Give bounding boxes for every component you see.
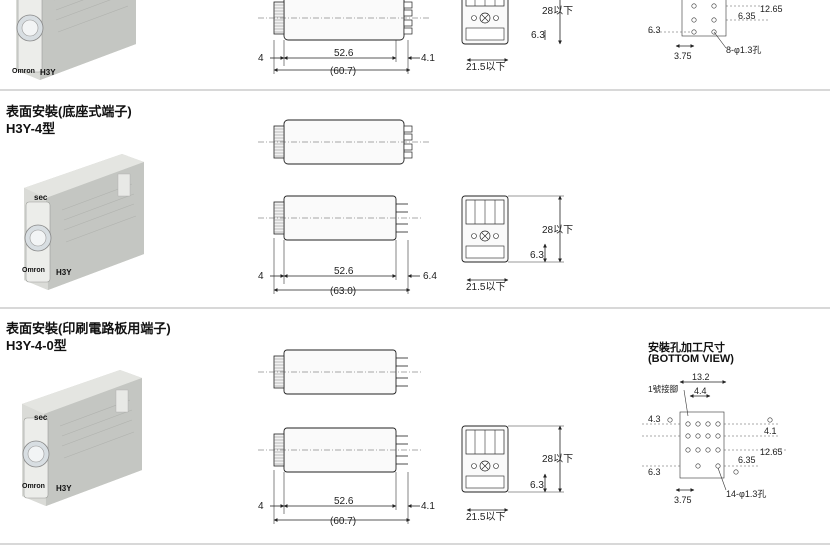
photo-label-3: sec xyxy=(34,413,48,422)
dim-right-1: 4.1 xyxy=(421,53,435,64)
dim-right-3: 4.1 xyxy=(421,501,435,512)
dim-total-1: (60.7) xyxy=(330,66,356,77)
panel-dim-d-1: 3.75 xyxy=(674,51,692,61)
photo-model-3: H3Y xyxy=(56,484,72,493)
dim-body-2: 52.6 xyxy=(334,266,354,277)
front-drawing-2 xyxy=(461,195,509,263)
panel-pin1-label: 1號接腳 xyxy=(648,384,678,394)
panel-dim-d-3: 3.75 xyxy=(674,495,692,505)
dim-pin-1: 6.3 xyxy=(531,30,545,41)
top-drawing-2 xyxy=(257,119,431,165)
section-h3y-top: Omron H3Y 4 52.6 4.1 (60.7) 21.5以下 28以下 … xyxy=(12,0,783,81)
panel-dim-b-3: 6.35 xyxy=(738,455,756,465)
dim-width-1: 21.5以下 xyxy=(466,62,505,73)
dim-body-1: 52.6 xyxy=(334,48,354,59)
dim-body-3: 52.6 xyxy=(334,496,354,507)
panel-dim-c-1: 6.3 xyxy=(648,25,661,35)
photo-model-1: H3Y xyxy=(40,68,56,77)
panel-dim-b-1: 6.35 xyxy=(738,11,756,21)
panel-hole-grid xyxy=(685,421,721,469)
panel-dim-top: 13.2 xyxy=(692,372,710,382)
photo-model-2: H3Y xyxy=(56,268,72,277)
panel-cutout-1: 12.65 6.35 6.3 3.75 8-φ1.3孔 xyxy=(648,0,783,61)
panel-dim-a-1: 12.65 xyxy=(760,4,783,14)
dim-width-2: 21.5以下 xyxy=(466,282,505,293)
section-h3y-4-0: 表面安裝(印刷電路板用端子) H3Y-4-0型 sec Omron H3Y 4 … xyxy=(5,321,786,527)
panel-dim-right: 4.1 xyxy=(764,426,777,436)
front-drawing-3 xyxy=(461,425,509,493)
panel-title-3: 安裝孔加工尺寸 xyxy=(648,340,725,354)
side-drawing-1 xyxy=(257,0,431,41)
dim-total-2: (63.0) xyxy=(330,286,356,297)
panel-subtitle-3: (BOTTOM VIEW) xyxy=(648,353,734,365)
dim-pin-2: 6.3 xyxy=(530,250,544,261)
top-drawing-3 xyxy=(257,349,423,395)
photo-brand-2: Omron xyxy=(22,267,45,274)
panel-hole-1: 8-φ1.3孔 xyxy=(726,45,761,55)
side-drawing-3 xyxy=(257,427,423,473)
panel-cutout-3: 安裝孔加工尺寸 (BOTTOM VIEW) 1號接腳 13.2 4.4 4.3 xyxy=(642,340,786,505)
panel-dim-a-3: 12.65 xyxy=(760,447,783,457)
photo-label-2: sec xyxy=(34,193,48,202)
photo-brand-1: Omron xyxy=(12,68,35,75)
panel-dim-c-3: 6.3 xyxy=(648,467,661,477)
dim-left-2: 4 xyxy=(258,271,264,282)
side-drawing-2 xyxy=(257,195,423,241)
section-model-2: H3Y-4型 xyxy=(6,121,55,136)
dim-height-2: 28以下 xyxy=(542,225,573,236)
panel-dim-left: 4.3 xyxy=(648,414,661,424)
dim-height-1: 28以下 xyxy=(542,6,573,17)
dim-left-3: 4 xyxy=(258,501,264,512)
dim-height-3: 28以下 xyxy=(542,454,573,465)
dim-right-2: 6.4 xyxy=(423,271,437,282)
panel-hole-3: 14-φ1.3孔 xyxy=(726,489,766,499)
front-drawing-1 xyxy=(461,0,509,45)
section-title-3: 表面安裝(印刷電路板用端子) xyxy=(5,321,171,336)
dim-left-1: 4 xyxy=(258,53,264,64)
dim-pin-3: 6.3 xyxy=(530,480,544,491)
dim-width-3: 21.5以下 xyxy=(466,512,505,523)
section-h3y-4: 表面安裝(底座式端子) H3Y-4型 sec Omron H3Y 4 52.6 … xyxy=(5,104,573,297)
panel-dim-top2: 4.4 xyxy=(694,386,707,396)
section-title-2: 表面安裝(底座式端子) xyxy=(5,104,132,119)
dim-total-3: (60.7) xyxy=(330,516,356,527)
section-model-3: H3Y-4-0型 xyxy=(6,338,67,353)
photo-brand-3: Omron xyxy=(22,483,45,490)
